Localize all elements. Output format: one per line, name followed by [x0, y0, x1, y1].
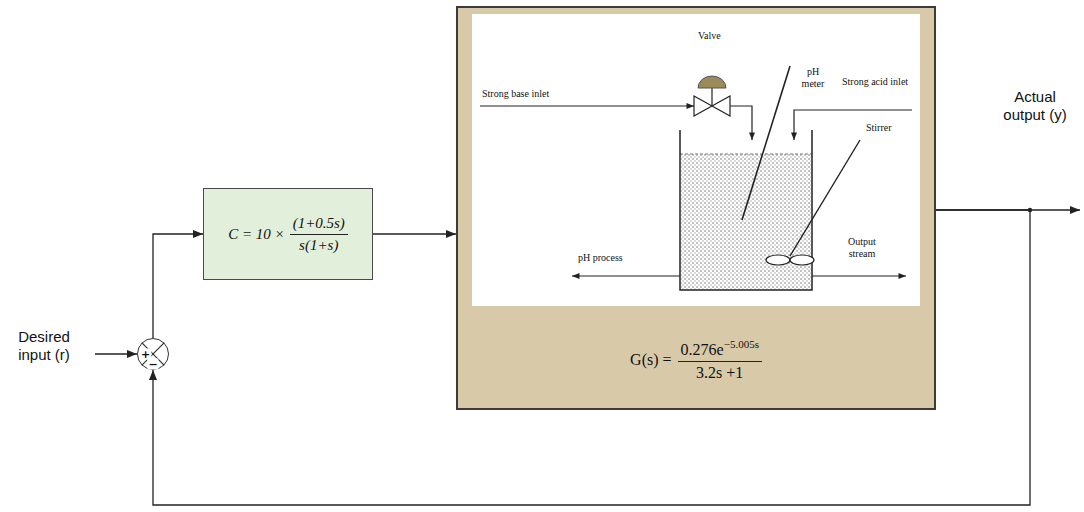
- formula-exponent: −5.005s: [724, 338, 759, 350]
- formula-area: G(s) = 0.276e−5.005s 3.2s +1: [458, 328, 934, 392]
- signal-connector: [153, 234, 203, 338]
- formula: C = 10 × (1+0.5s) s(1+s): [228, 215, 348, 254]
- numerator: (1+0.5s): [290, 215, 348, 232]
- stirrer-blade: [766, 255, 790, 265]
- formula-denominator: 3.2s +1: [696, 364, 743, 381]
- controller-box: C = 10 × (1+0.5s) s(1+s): [203, 188, 373, 280]
- denominator: s(1+s): [296, 237, 341, 254]
- stirrer-shaft: [790, 140, 860, 256]
- fraction: (1+0.5s) s(1+s): [290, 215, 348, 254]
- process-outlet: [572, 275, 680, 276]
- formula-text: G(s) =: [630, 351, 671, 369]
- valve-actuator: [698, 76, 726, 88]
- numerator: 0.276e−5.005s: [678, 338, 762, 359]
- fraction-bar: [678, 361, 762, 362]
- formula-denominator: s(1+s): [299, 237, 338, 253]
- tank-wall: [680, 130, 812, 290]
- signal-label: Desired input (r): [4, 328, 84, 364]
- acid-inlet-pipe: [794, 110, 912, 140]
- signal-connector: [373, 233, 456, 234]
- formula-numerator: 0.276e: [681, 341, 724, 358]
- ph-process-illustration: [472, 14, 920, 306]
- valve-stem: [711, 88, 712, 106]
- process-panel: [472, 14, 920, 306]
- input-arrow: [95, 353, 137, 354]
- summing-junction: +−: [137, 338, 169, 370]
- sign-label: −: [147, 358, 158, 369]
- ph-probe: [742, 66, 790, 220]
- fraction-bar: [290, 234, 348, 235]
- signal-label: Actual output (y): [995, 88, 1075, 124]
- formula: G(s) = 0.276e−5.005s 3.2s +1: [630, 338, 762, 382]
- valve-body: [712, 96, 730, 116]
- output-stream-pipe: [812, 275, 906, 276]
- plant-box: G(s) = 0.276e−5.005s 3.2s +1: [456, 6, 936, 410]
- fraction: 0.276e−5.005s 3.2s +1: [678, 338, 762, 382]
- base-inlet-pipe: [480, 105, 694, 106]
- formula-text: C = 10 ×: [228, 226, 285, 243]
- formula-numerator: (1+0.5s): [293, 215, 345, 231]
- stirrer-blade: [790, 255, 814, 265]
- valve-outlet: [730, 106, 752, 140]
- liquid-surface: [680, 154, 812, 155]
- tank-liquid: [681, 154, 811, 290]
- valve-body: [694, 96, 712, 116]
- denominator: 3.2s +1: [693, 364, 746, 382]
